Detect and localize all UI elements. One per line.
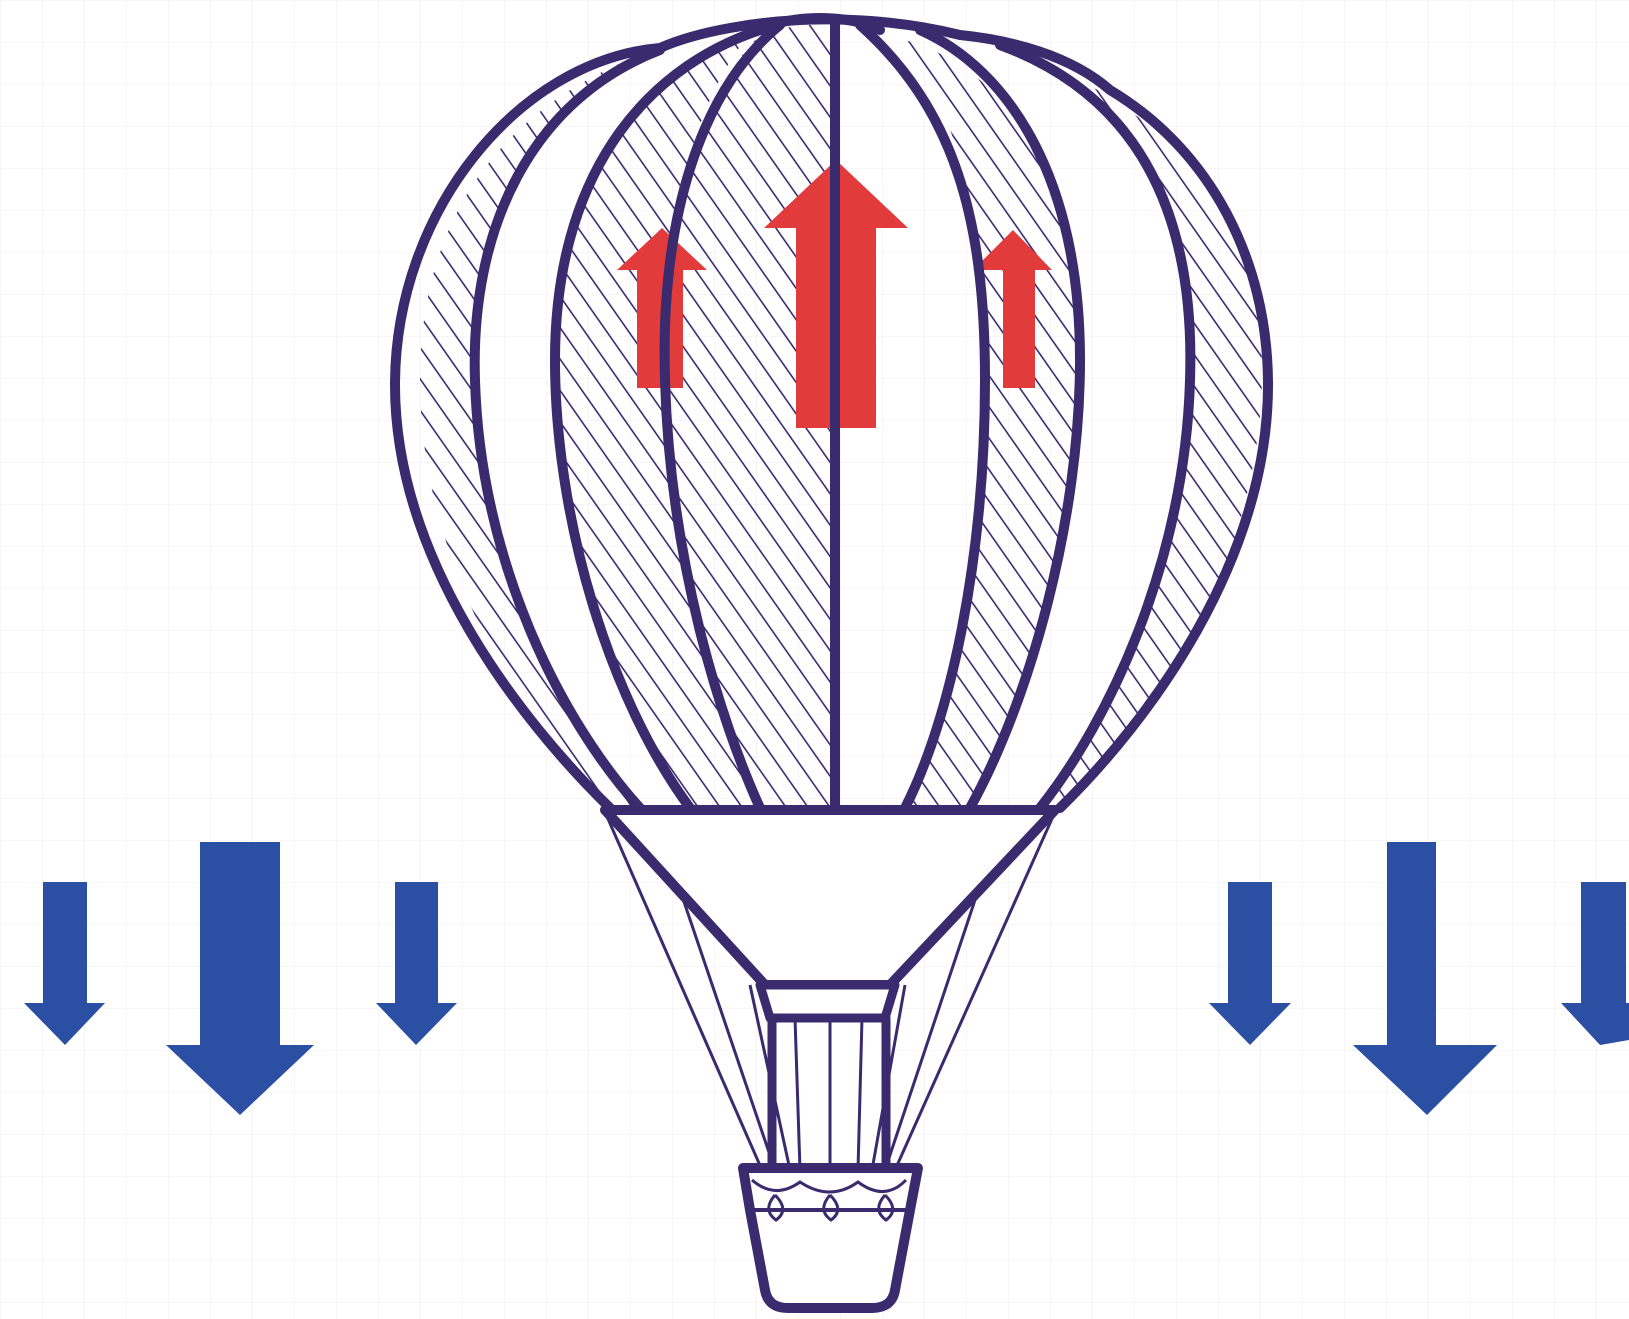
arrow-down-icon [1561,882,1629,1045]
arrow-down-icon [1353,842,1497,1115]
arrow-down-icon [166,842,314,1115]
arrow-down-icon [376,882,457,1045]
hot-air-balloon-icon [395,18,1268,1308]
balloon-skirt [605,810,1055,985]
arrow-down-icon [1209,882,1291,1045]
arrow-down-icon [24,882,105,1045]
basket-icon [743,1168,918,1308]
burner-icon [760,985,895,1170]
envelope-gore-right [905,40,1080,808]
